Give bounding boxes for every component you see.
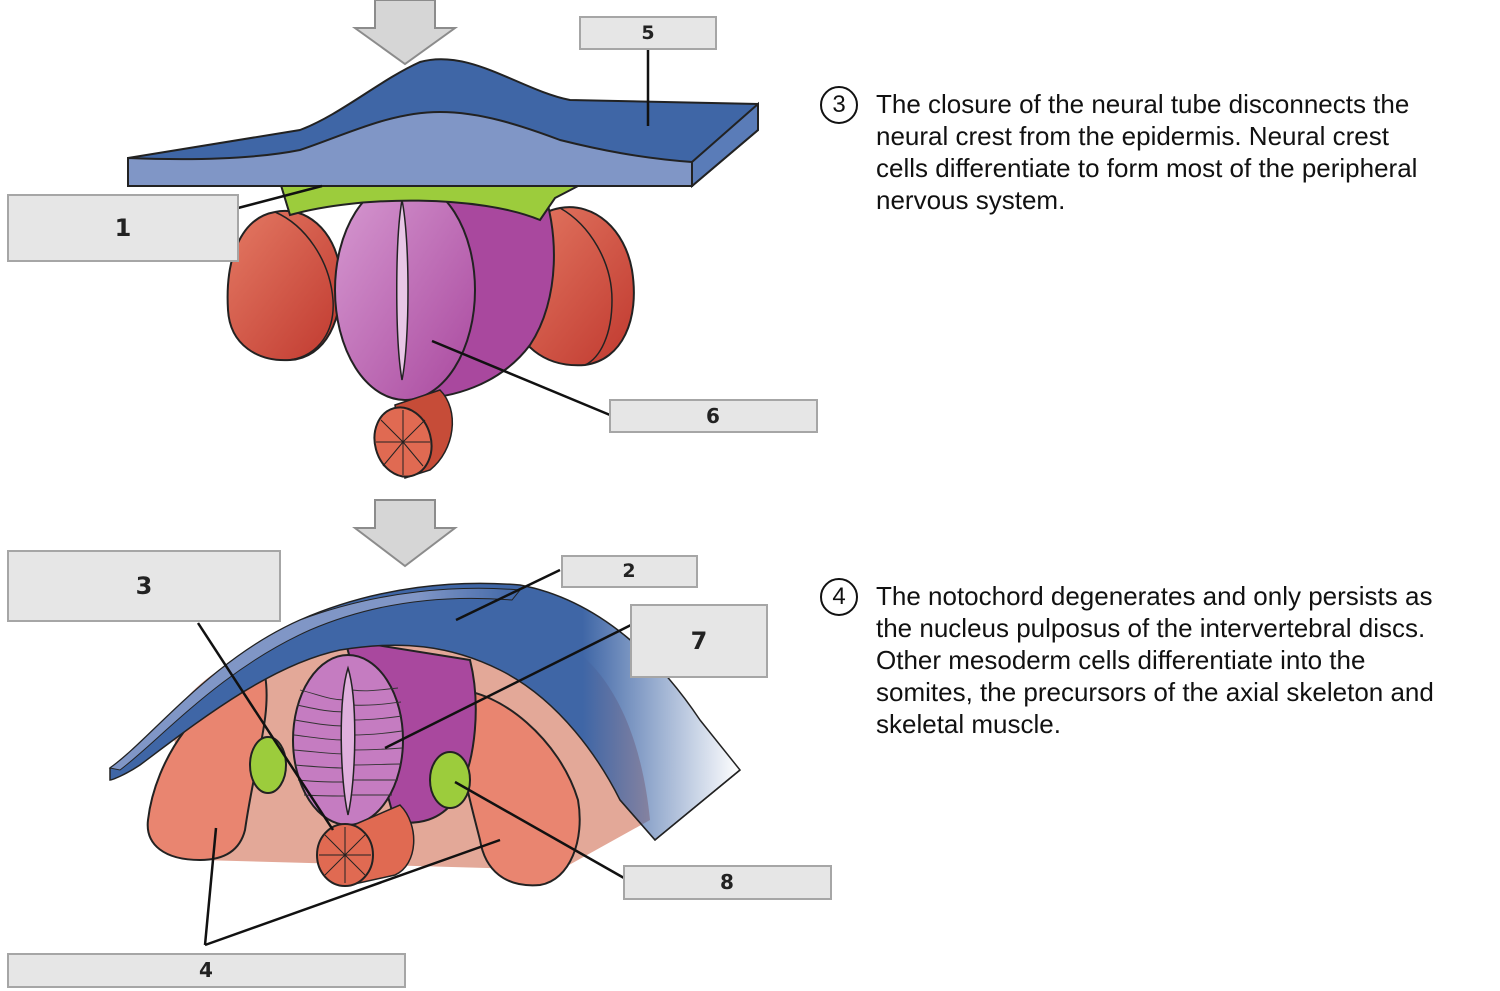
label-6[interactable]: 6 [609, 399, 818, 433]
label-5[interactable]: 5 [579, 16, 717, 50]
label-8-text: 8 [720, 870, 734, 894]
step-3-text: The closure of the neural tube disconnec… [876, 89, 1418, 215]
step-4-text: The notochord degenerates and only persi… [876, 581, 1434, 739]
label-3-text: 3 [136, 572, 153, 600]
label-2[interactable]: 2 [561, 555, 698, 588]
somite-left-top [226, 209, 342, 362]
notochord-bottom [316, 804, 415, 887]
label-8[interactable]: 8 [623, 865, 832, 900]
label-7[interactable]: 7 [630, 604, 768, 678]
leader-lines [196, 48, 650, 947]
label-1[interactable]: 1 [7, 194, 239, 262]
epidermis-top [127, 58, 759, 189]
process-arrow-bottom [352, 499, 458, 568]
label-4-text: 4 [199, 958, 213, 982]
label-4[interactable]: 4 [7, 953, 406, 988]
notochord-top [373, 389, 453, 479]
label-2-text: 2 [622, 560, 635, 582]
label-7-text: 7 [691, 627, 708, 655]
step-3-description: 3 The closure of the neural tube disconn… [820, 86, 1490, 226]
step-4-description: 4 The notochord degenerates and only per… [820, 578, 1498, 748]
label-6-text: 6 [706, 404, 720, 428]
neural-crest-derivative-left [249, 736, 287, 794]
process-arrow-top [351, 0, 459, 66]
label-1-text: 1 [115, 214, 132, 242]
neural-crest-derivative-right [429, 751, 471, 809]
label-5-text: 5 [641, 22, 654, 44]
step-3-number: 3 [820, 86, 858, 124]
label-3[interactable]: 3 [7, 550, 281, 622]
step-4-number: 4 [820, 578, 858, 616]
bottom-stage [108, 499, 742, 887]
